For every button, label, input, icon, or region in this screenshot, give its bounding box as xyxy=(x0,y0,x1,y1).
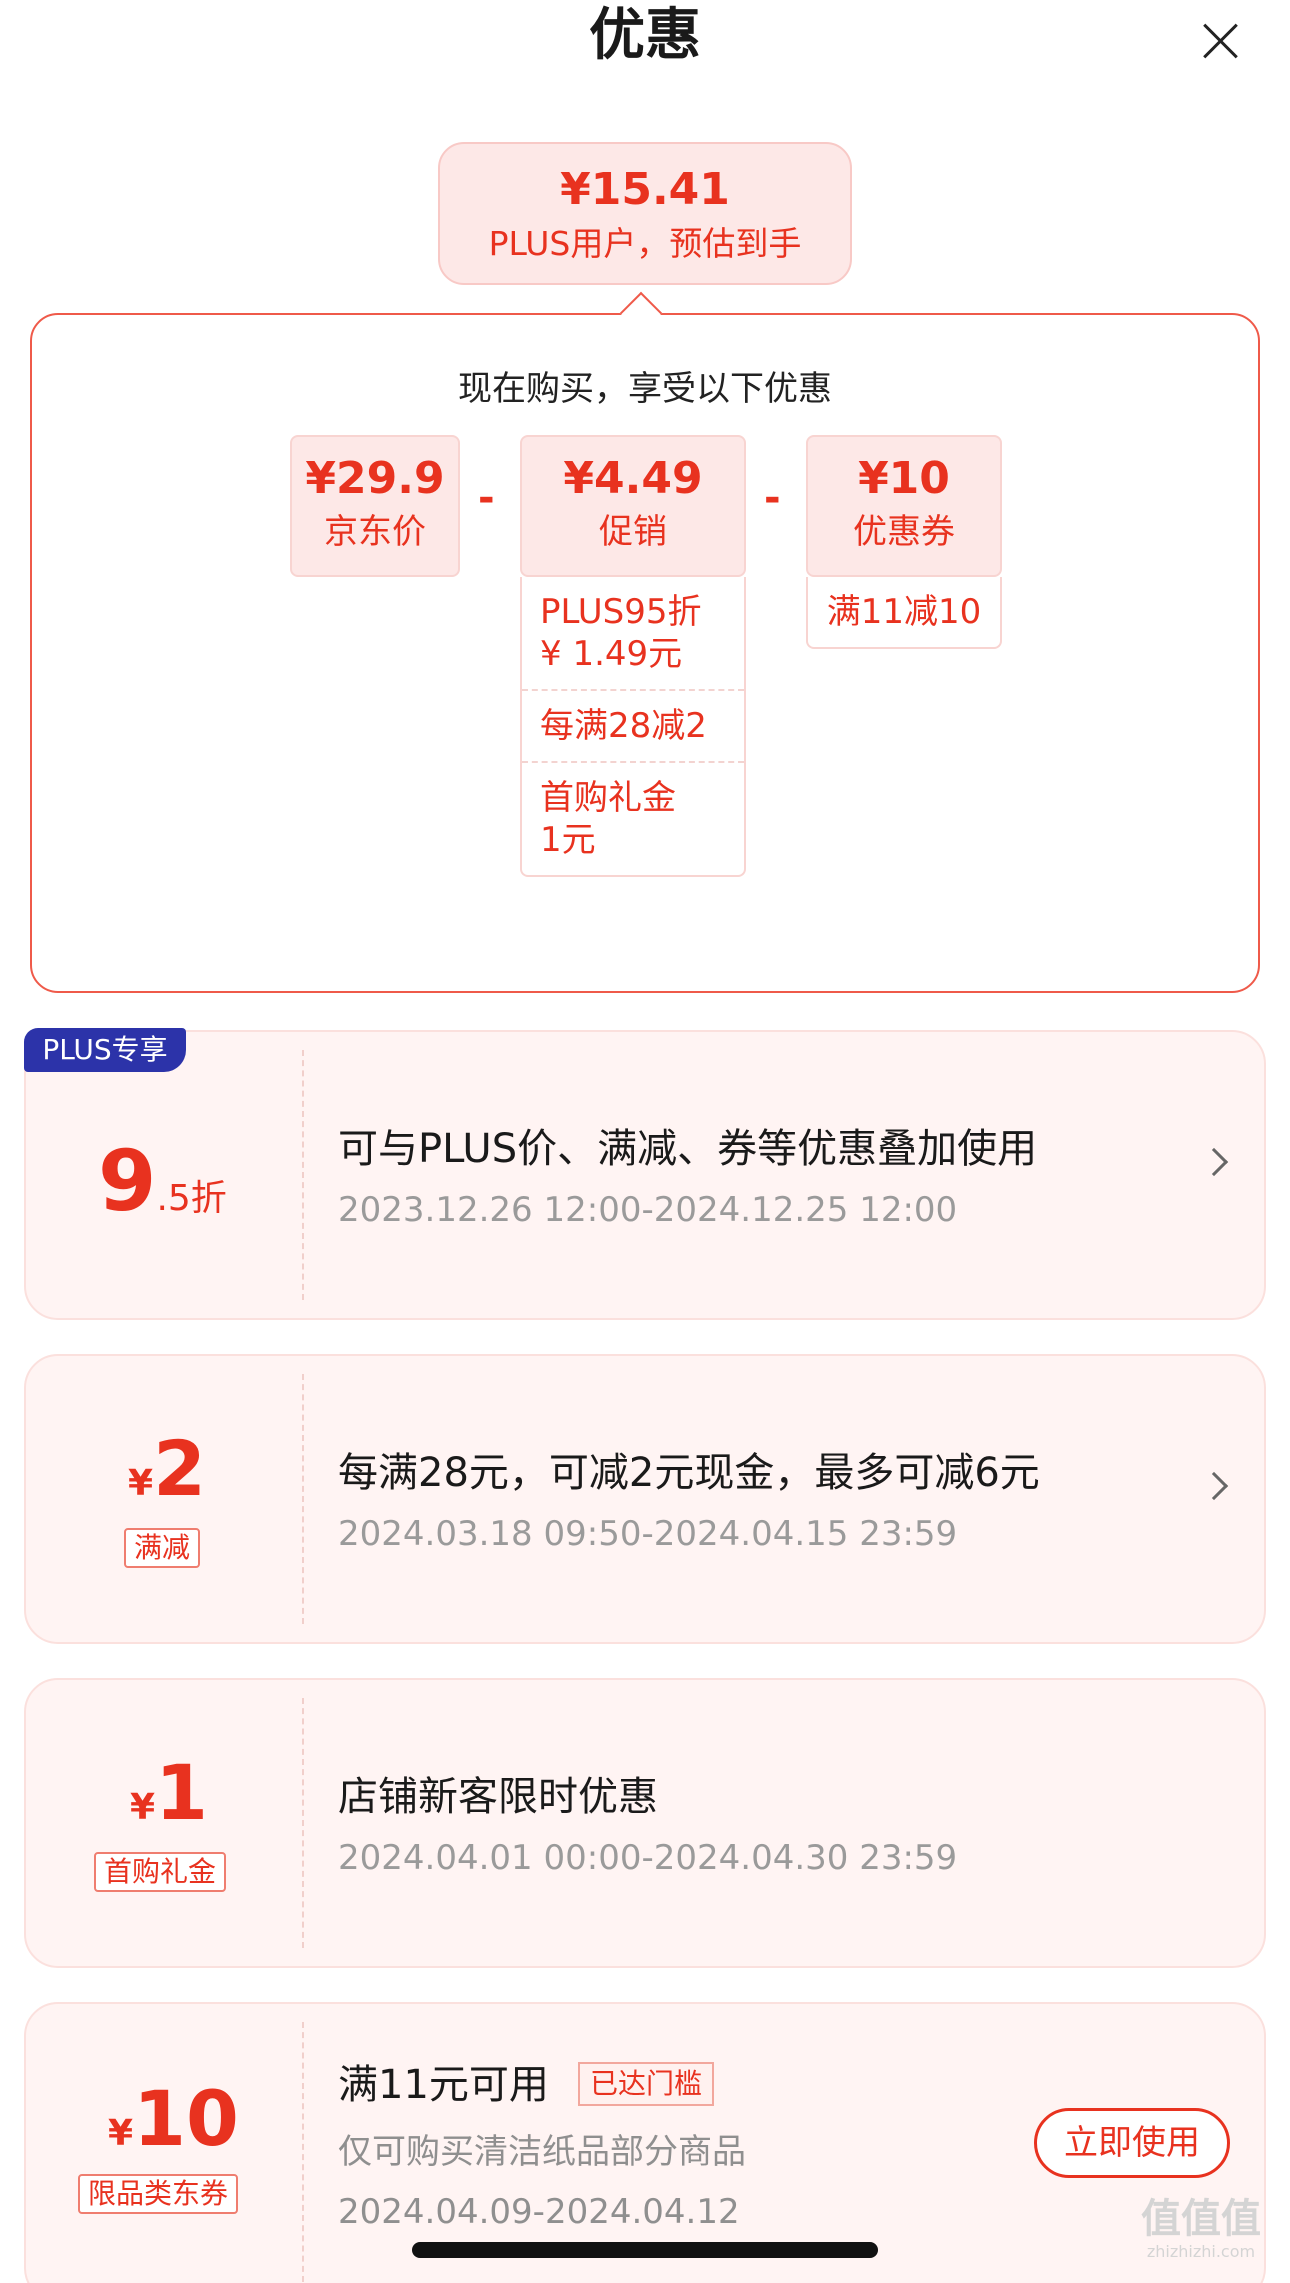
promo-detail-firstbuy: 首购礼金 1元 xyxy=(540,778,676,860)
coupon-value: ¥10 xyxy=(858,453,950,504)
discount-big: 9 xyxy=(98,1132,157,1230)
site-watermark: 值值值 zhizhizhi.com xyxy=(1126,2196,1276,2266)
watermark-main: 值值值 xyxy=(1141,2196,1261,2242)
jd-price-chip: ¥29.9 京东价 xyxy=(290,435,460,577)
card-description: 仅可购买清洁纸品部分商品 xyxy=(338,2132,746,2172)
estimated-price-label: PLUS用户，预估到手 xyxy=(488,224,802,263)
card-divider xyxy=(302,1698,304,1948)
coupon-amount: ¥10 xyxy=(108,2074,239,2163)
currency-symbol: ¥ xyxy=(108,2113,134,2154)
amount-value: 10 xyxy=(133,2074,239,2163)
card-divider xyxy=(302,1050,304,1300)
card-date: 2024.04.01 00:00-2024.04.30 23:59 xyxy=(338,1838,958,1878)
estimated-price: ¥15.41 xyxy=(560,164,730,215)
promo-detail-fullreduce: 每满28减2 xyxy=(522,691,744,763)
card-date: 2023.12.26 12:00-2024.12.25 12:00 xyxy=(338,1190,958,1230)
coupon-detail-list: 满11减10 xyxy=(806,577,1002,649)
plus-discount-amount: 9.5折 xyxy=(26,1032,302,1318)
coupon-detail-item: 满11减10 xyxy=(826,592,982,632)
page-title: 优惠 xyxy=(589,3,701,68)
discount-small: .5折 xyxy=(156,1178,227,1219)
card-title: 店铺新客限时优惠 xyxy=(338,1774,658,1820)
use-now-button[interactable]: 立即使用 xyxy=(1034,2108,1230,2178)
estimated-price-bubble: ¥15.41 PLUS用户，预估到手 xyxy=(438,142,852,285)
type-tag: 首购礼金 xyxy=(94,1852,227,1892)
card-divider xyxy=(302,2022,304,2282)
card-title: 每满28元，可减2元现金，最多可减6元 xyxy=(338,1450,1040,1496)
chevron-right-icon[interactable] xyxy=(1199,1147,1229,1177)
minus-sign: - xyxy=(478,475,495,521)
chevron-right-icon[interactable] xyxy=(1199,1471,1229,1501)
promo-detail-plus: PLUS95折 ¥ 1.49元 xyxy=(522,577,744,691)
coupon-label: 优惠券 xyxy=(853,512,955,552)
type-tag: 限品类东券 xyxy=(78,2174,239,2214)
jd-price-label: 京东价 xyxy=(324,512,426,552)
card-date: 2024.04.09-2024.04.12 xyxy=(338,2192,740,2232)
promo-value: ¥4.49 xyxy=(563,453,703,504)
full-reduce-card[interactable]: ¥2 满减 每满28元，可减2元现金，最多可减6元 2024.03.18 09:… xyxy=(24,1354,1266,1644)
coupon-chip: ¥10 优惠券 xyxy=(806,435,1002,577)
type-tag: 满减 xyxy=(124,1528,201,1568)
card-date: 2024.03.18 09:50-2024.04.15 23:59 xyxy=(338,1514,958,1554)
close-icon[interactable] xyxy=(1196,16,1246,66)
promo-label: 促销 xyxy=(599,512,667,552)
home-indicator xyxy=(412,2242,878,2258)
card-title: 满11元可用 xyxy=(338,2062,549,2108)
gift-amount: ¥1 xyxy=(130,1748,208,1837)
amount-value: 2 xyxy=(153,1424,206,1513)
promo-detail-list: PLUS95折 ¥ 1.49元 每满28减2 首购礼金 1元 xyxy=(520,577,746,877)
plus-exclusive-badge: PLUS专享 xyxy=(24,1028,186,1072)
breakdown-heading: 现在购买，享受以下优惠 xyxy=(458,369,832,409)
card-divider xyxy=(302,1374,304,1624)
card-title: 可与PLUS价、满减、券等优惠叠加使用 xyxy=(338,1126,1038,1172)
minus-sign: - xyxy=(764,475,781,521)
amount-value: 1 xyxy=(155,1748,208,1837)
discount-breakdown-panel: 现在购买，享受以下优惠 ¥29.9 京东价 - ¥4.49 促销 - ¥10 优… xyxy=(30,313,1260,993)
currency-symbol: ¥ xyxy=(130,1787,156,1828)
plus-discount-card[interactable]: 9.5折 可与PLUS价、满减、券等优惠叠加使用 2023.12.26 12:0… xyxy=(24,1030,1266,1320)
promo-chip: ¥4.49 促销 xyxy=(520,435,746,577)
reduce-amount: ¥2 xyxy=(128,1424,206,1513)
watermark-sub: zhizhizhi.com xyxy=(1146,2242,1256,2261)
first-buy-gift-card[interactable]: ¥1 首购礼金 店铺新客限时优惠 2024.04.01 00:00-2024.0… xyxy=(24,1678,1266,1968)
currency-symbol: ¥ xyxy=(128,1463,154,1504)
jd-price-value: ¥29.9 xyxy=(305,453,445,504)
threshold-reached-tag: 已达门槛 xyxy=(578,2062,715,2106)
